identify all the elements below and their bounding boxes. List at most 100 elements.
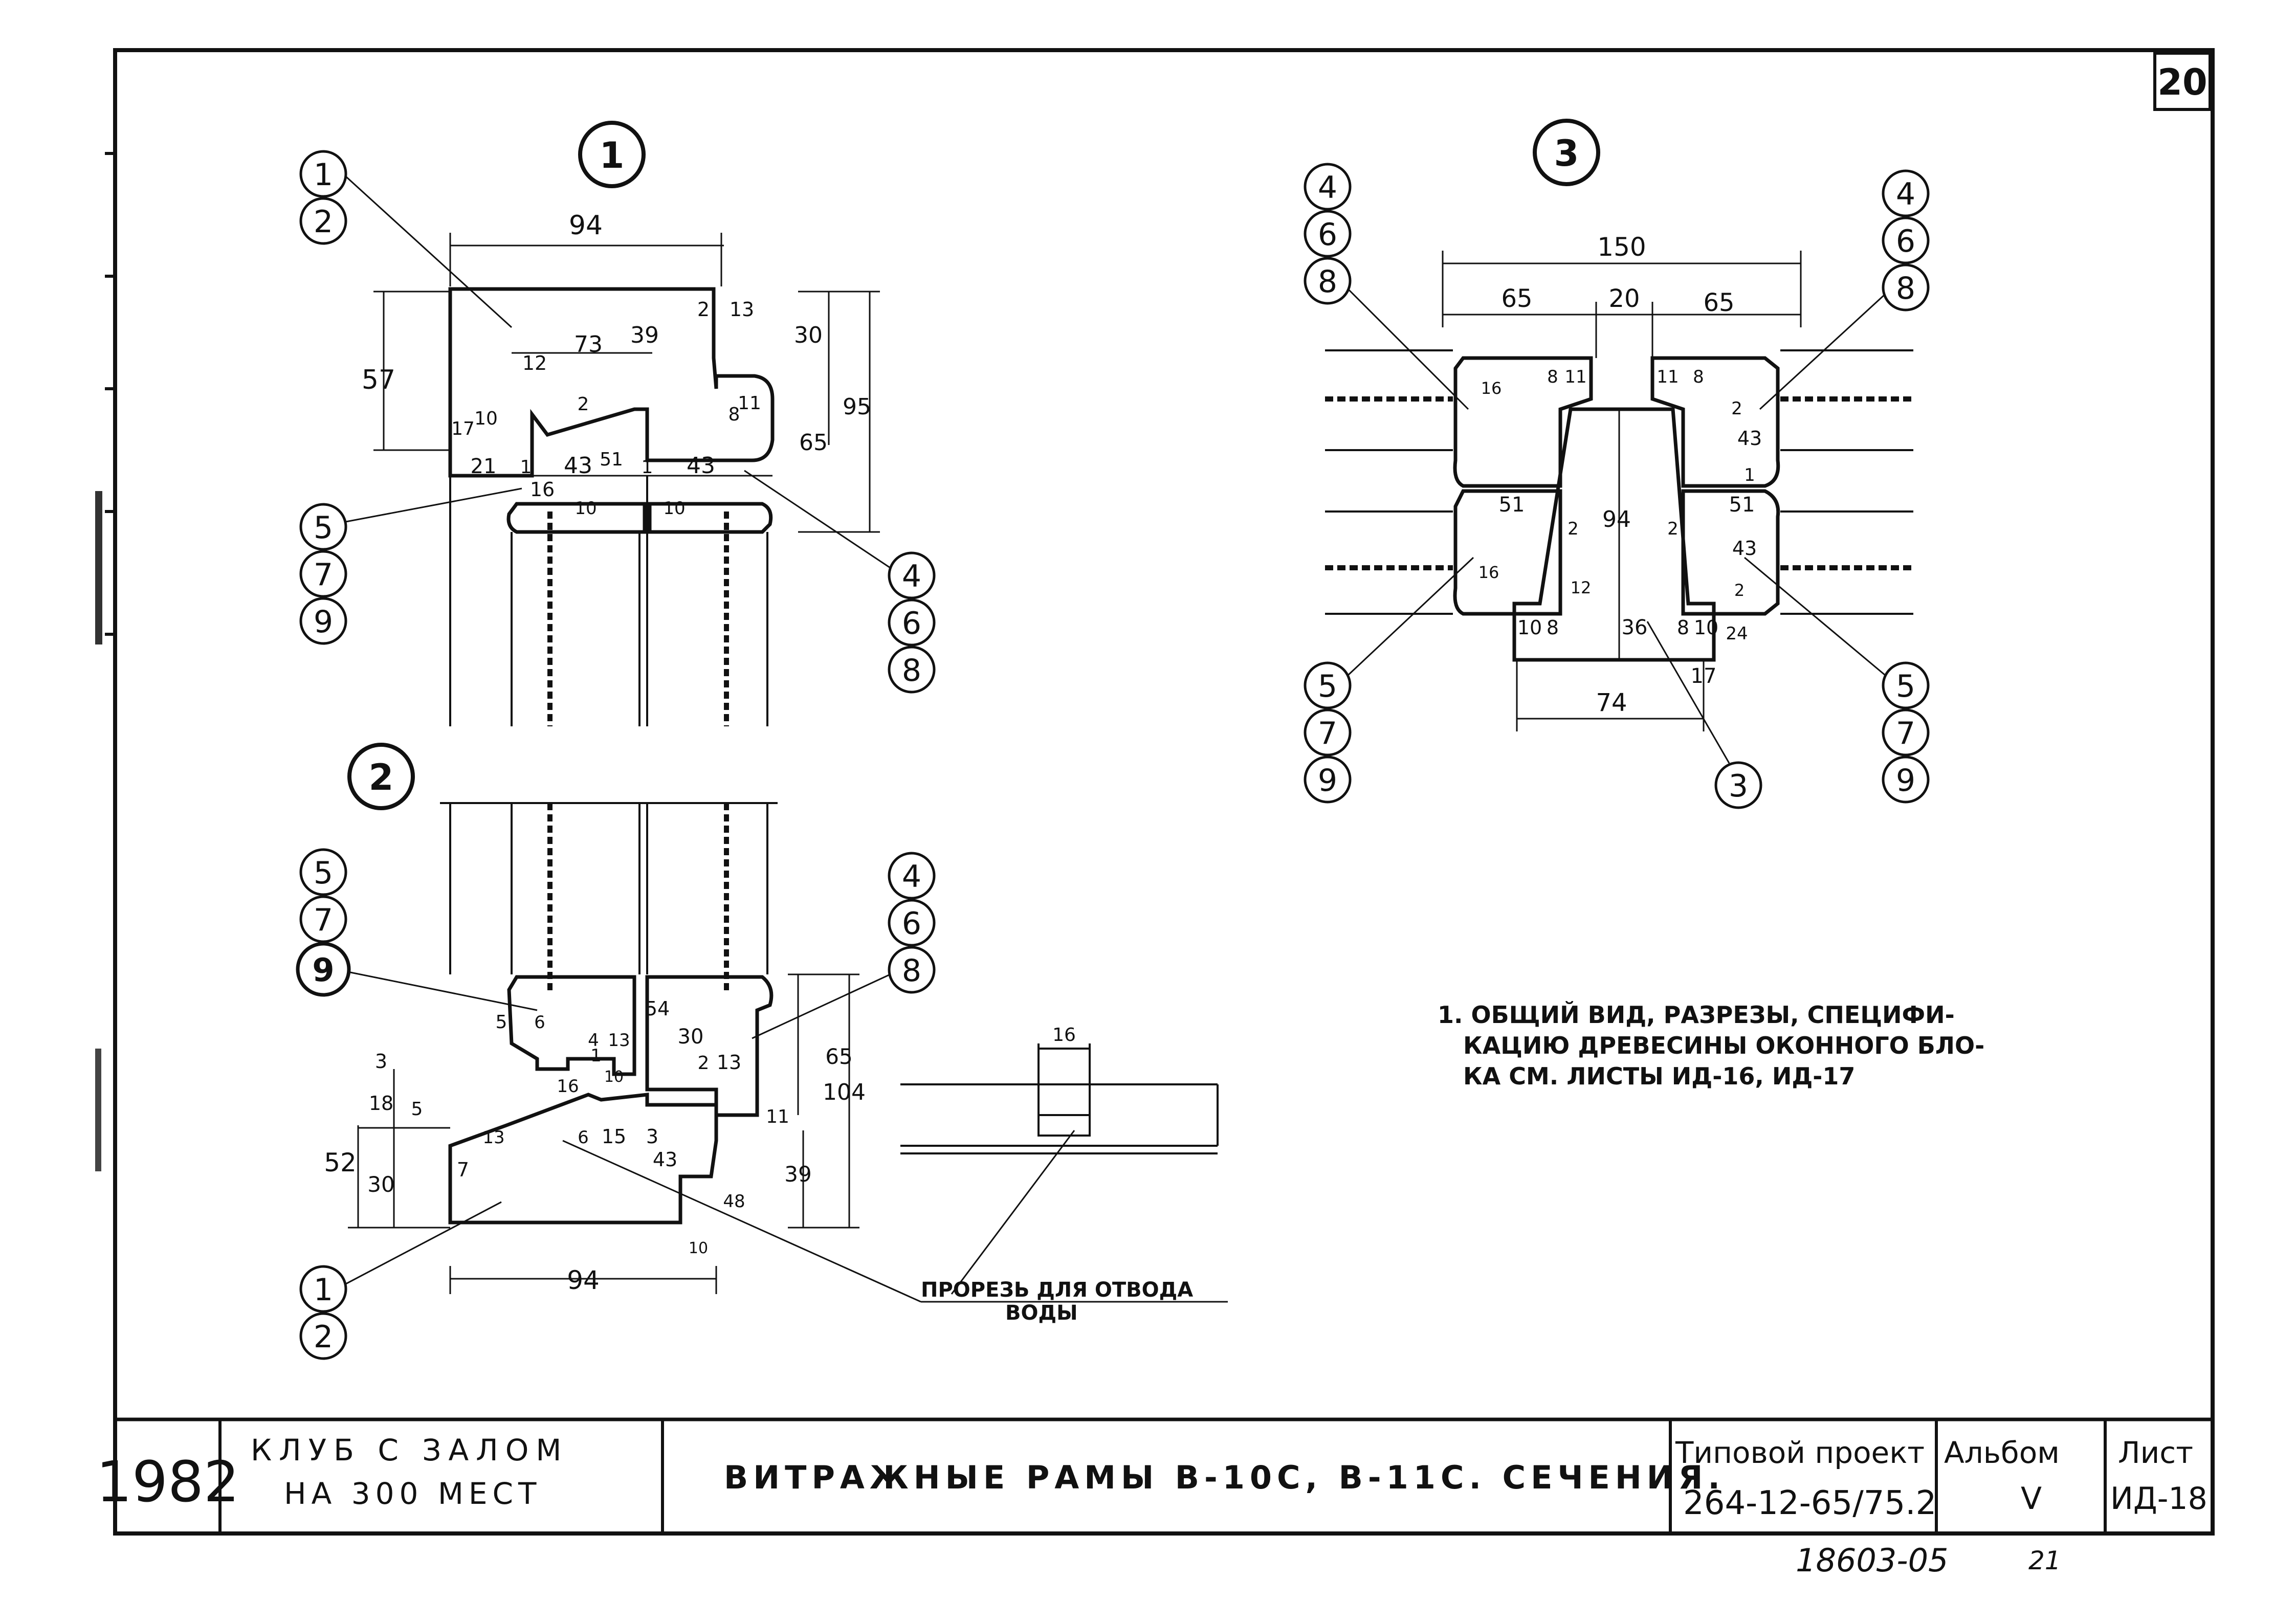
view3-callouts-right-top: 4 6 8 — [1759, 169, 1930, 410]
svg-text:150: 150 — [1597, 232, 1646, 262]
svg-text:65: 65 — [799, 430, 828, 456]
view3-mullion — [1512, 407, 1716, 662]
svg-text:94: 94 — [1602, 506, 1631, 532]
svg-text:15: 15 — [602, 1125, 626, 1148]
svg-text:7: 7 — [1318, 716, 1337, 751]
side-stamp-top — [95, 491, 102, 644]
svg-text:6: 6 — [902, 606, 921, 641]
svg-text:11: 11 — [738, 393, 761, 414]
svg-text:9: 9 — [1896, 763, 1915, 798]
note-line-3: КА СМ. ЛИСТЫ ИД-16, ИД-17 — [1463, 1062, 1855, 1090]
svg-text:2: 2 — [697, 298, 710, 321]
svg-text:13: 13 — [730, 298, 754, 321]
view-3: 3 4 6 8 4 6 8 5 7 9 — [1304, 119, 1930, 809]
svg-text:16: 16 — [1481, 379, 1502, 398]
view1-sash-left — [506, 502, 647, 534]
svg-text:2: 2 — [1734, 581, 1745, 600]
view1-dimension-lines — [373, 233, 880, 533]
svg-text:54: 54 — [645, 997, 670, 1020]
view3-callouts-left-top: 4 6 8 — [1304, 163, 1469, 410]
svg-text:9: 9 — [1318, 763, 1337, 798]
side-stamp-bottom — [95, 1049, 101, 1171]
svg-text:6: 6 — [1896, 224, 1915, 259]
view2-frame-profile — [448, 1093, 718, 1225]
view2-callouts-left-top: 5 7 9 — [296, 848, 538, 1011]
svg-text:95: 95 — [843, 394, 871, 420]
view3-sash-bottom-right — [1681, 489, 1780, 616]
svg-text:16: 16 — [530, 478, 555, 501]
footer-mark: 21 — [2028, 1546, 2061, 1575]
title-album-label: Альбом — [1944, 1435, 2060, 1470]
title-sheet-value: ИД-18 — [2110, 1481, 2207, 1517]
svg-text:57: 57 — [362, 365, 395, 395]
svg-text:1: 1 — [520, 457, 532, 478]
svg-text:13: 13 — [608, 1030, 630, 1051]
view-1: 1 1 2 5 7 9 4 6 8 — [299, 121, 936, 726]
svg-text:1: 1 — [1744, 465, 1755, 485]
svg-text:6: 6 — [578, 1127, 589, 1148]
slot-label-line2: ВОДЫ — [1005, 1301, 1078, 1325]
svg-text:4: 4 — [588, 1030, 599, 1051]
svg-text:52: 52 — [324, 1148, 357, 1177]
svg-text:10: 10 — [663, 498, 685, 519]
svg-text:9: 9 — [312, 951, 334, 989]
view3-sash-bottom-left — [1453, 489, 1562, 616]
title-sheet-label: Лист — [2118, 1435, 2193, 1470]
svg-text:3: 3 — [646, 1125, 658, 1148]
title-album-value: V — [2021, 1481, 2042, 1517]
view-2-label: 2 — [369, 757, 394, 798]
svg-text:94: 94 — [567, 1265, 600, 1295]
svg-text:2: 2 — [1731, 398, 1742, 419]
svg-text:39: 39 — [630, 322, 659, 348]
svg-text:1: 1 — [642, 457, 653, 478]
svg-text:2: 2 — [314, 204, 333, 240]
svg-text:7: 7 — [314, 557, 333, 593]
svg-text:9: 9 — [314, 604, 333, 640]
view2-slot-detail — [900, 1043, 1219, 1295]
svg-text:10: 10 — [474, 408, 498, 429]
svg-text:16: 16 — [557, 1076, 579, 1097]
svg-text:18: 18 — [369, 1092, 393, 1115]
note-line-2: КАЦИЮ ДРЕВЕСИНЫ ОКОННОГО БЛО- — [1463, 1032, 1984, 1059]
title-object-line1: КЛУБ С ЗАЛОМ — [251, 1433, 568, 1467]
svg-text:8: 8 — [902, 653, 921, 688]
svg-text:4: 4 — [902, 559, 921, 594]
view1-glass — [449, 476, 768, 726]
svg-text:7: 7 — [314, 902, 333, 938]
svg-text:12: 12 — [522, 352, 547, 374]
svg-text:5: 5 — [314, 510, 333, 546]
view1-sash-right — [648, 502, 773, 534]
view1-callouts-left-bottom: 5 7 9 — [299, 487, 522, 645]
view3-dimensions: 150 65 20 65 16 8 11 11 8 2 43 1 51 94 2… — [1478, 232, 1762, 717]
svg-text:7: 7 — [457, 1159, 469, 1181]
footer-inventory: 18603-05 — [1796, 1542, 1949, 1579]
svg-text:74: 74 — [1596, 688, 1627, 717]
svg-text:6: 6 — [534, 1012, 545, 1033]
general-note: 1. ОБЩИЙ ВИД, РАЗРЕЗЫ, СПЕЦИФИ- КАЦИЮ ДР… — [1438, 1001, 1984, 1090]
view2-callouts-right: 4 6 8 — [752, 852, 936, 1039]
svg-text:5: 5 — [314, 855, 333, 891]
svg-text:8: 8 — [1318, 264, 1337, 300]
binding-marks — [105, 152, 115, 636]
svg-text:12: 12 — [1571, 578, 1592, 597]
svg-text:8: 8 — [1547, 367, 1558, 387]
title-project-label: Типовой проект — [1675, 1435, 1925, 1470]
svg-text:43: 43 — [687, 453, 715, 479]
svg-text:43: 43 — [564, 453, 592, 479]
svg-text:30: 30 — [678, 1025, 704, 1049]
view1-dimensions: 94 73 39 2 13 30 57 12 95 65 17 10 8 11 … — [362, 210, 871, 519]
svg-text:43: 43 — [1732, 537, 1757, 560]
svg-text:8: 8 — [1547, 616, 1559, 639]
svg-text:10: 10 — [689, 1239, 708, 1257]
view2-sash-left — [507, 975, 636, 1076]
svg-text:4: 4 — [902, 859, 921, 895]
svg-text:8: 8 — [728, 404, 740, 425]
svg-text:10: 10 — [1517, 616, 1542, 639]
view3-sash-top-left — [1453, 356, 1593, 488]
svg-text:104: 104 — [823, 1079, 866, 1105]
view2-callouts-left-bottom: 1 2 — [299, 1201, 502, 1360]
svg-text:51: 51 — [1499, 493, 1525, 517]
slot-label-line1: ПРОРЕЗЬ ДЛЯ ОТВОДА — [921, 1278, 1193, 1302]
svg-text:5: 5 — [496, 1012, 507, 1033]
